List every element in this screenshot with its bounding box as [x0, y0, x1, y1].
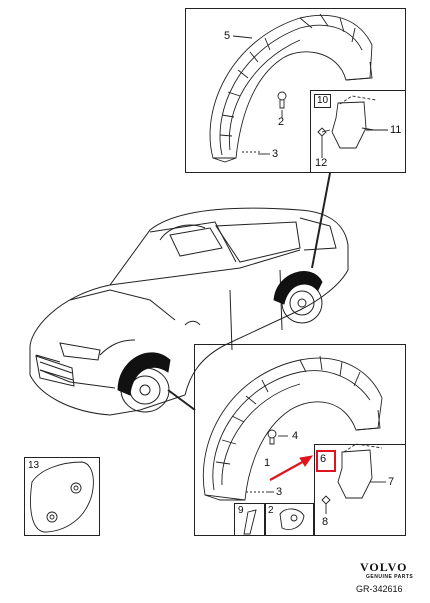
- small-box-9: [234, 503, 265, 536]
- small-box-2: [265, 503, 314, 536]
- callout-13: 13: [28, 460, 40, 471]
- part-13-pad: [30, 461, 94, 533]
- callout-3-lower: 3: [276, 486, 283, 498]
- callout-4: 4: [292, 430, 299, 442]
- callout-9: 9: [238, 505, 244, 516]
- callout-12: 12: [315, 157, 328, 169]
- callout-5: 5: [224, 30, 231, 42]
- callout-11: 11: [390, 124, 402, 136]
- lower-clip-4: [267, 429, 288, 445]
- brand-subtitle: GENUINE PARTS: [366, 574, 414, 580]
- callout-8: 8: [322, 516, 329, 528]
- upper-screw-12: [317, 127, 327, 146]
- rear-arch-highlight: [273, 271, 323, 305]
- lower-screw-8: [321, 495, 331, 514]
- callout-7: 7: [388, 476, 395, 488]
- callout-6: 6: [320, 453, 327, 465]
- callout-3-upper: 3: [272, 148, 279, 160]
- upper-wheel-arch-liner: [209, 13, 373, 163]
- lower-wheel-arch-liner: [202, 355, 383, 501]
- brand-logo: VOLVO: [360, 560, 408, 574]
- lower-mudflap-inset: [314, 444, 406, 536]
- reference-number: GR-342616: [356, 584, 403, 594]
- callout-10: 10: [314, 94, 332, 108]
- front-arch-highlight: [117, 352, 171, 396]
- lower-mudflap: [337, 443, 386, 499]
- upper-clip-2: [277, 91, 287, 109]
- highlight-box: [316, 450, 336, 472]
- car-body: [29, 207, 349, 416]
- upper-mudflap-inset: [310, 90, 406, 173]
- callout-1: 1: [264, 457, 271, 469]
- callout-2-upper: 2: [278, 116, 285, 128]
- highlight-arrow: [269, 459, 307, 481]
- side-panel-13: [24, 457, 100, 536]
- callout-2-lower: 2: [268, 505, 274, 516]
